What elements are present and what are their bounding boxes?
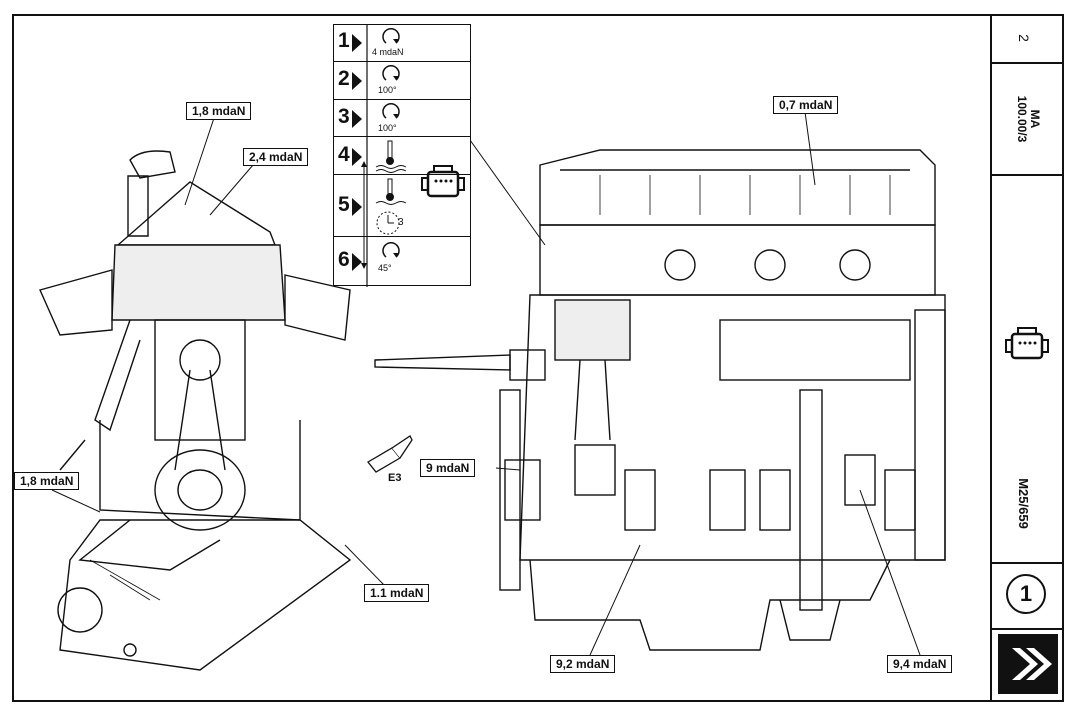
title-block: 2 MA 100.00/3 M25/659 1 [990,14,1064,702]
sealant-label: E3 [388,472,402,484]
engine-icon [1005,327,1049,360]
step-arrow-icon [352,253,362,271]
step-arrow-icon [352,72,362,90]
callout-rod-bearing: 9,4 mdaN [887,655,953,673]
drawing-frame [12,14,1064,702]
step-number: 1 [338,29,350,52]
section-line-2: 100.00/3 [1015,95,1029,143]
section-line-1: MA [1028,109,1042,129]
torque-arrow-icon [382,28,400,44]
step-row-6: 6 45° [334,237,470,285]
step-number: 5 [338,193,350,216]
step-caption: 3 [398,217,404,228]
step-row-3: 3 100° [334,100,470,137]
step-arrow-icon [352,148,362,166]
step-arrow-icon [352,34,362,52]
callout-sump: 1.1 mdaN [364,584,430,602]
torque-arrow-icon [382,103,400,119]
step-arrow-icon [352,110,362,128]
step-row-1: 1 4 mdaN [334,25,470,62]
clock-icon [375,178,407,235]
callout-main-bearing: 9,2 mdaN [550,655,616,673]
step-row-2: 2 100° [334,62,470,100]
callout-crank-pulley: 9 mdaN [420,459,476,477]
circle-number: 1 [1006,574,1046,614]
step-number: 6 [338,248,350,271]
step-caption: 100° [378,123,397,133]
section-code: MA 100.00/3 [1015,73,1042,165]
callout-cover: 0,7 mdaN [773,96,839,114]
page-number-cell: 2 [992,14,1064,64]
section-cell: MA 100.00/3 [992,64,1064,176]
engine-temperature-icon [375,140,407,173]
doc-code-cell: M25/659 [992,176,1064,564]
step-caption: 100° [378,85,397,95]
tightening-steps-table: 1 4 mdaN 2 100° 3 100° 4 5 3 6 45° [333,24,471,287]
steps-divider [361,25,368,287]
engine-icon [421,165,465,198]
step-row-5: 5 3 [334,175,470,237]
step-number: 2 [338,67,350,90]
step-row-4: 4 [334,137,470,175]
step-number: 3 [338,105,350,128]
callout-block-side: 1,8 mdaN [14,472,80,490]
step-caption: 45° [378,263,392,273]
step-caption: 4 mdaN [372,47,404,57]
sealant-tube-icon [367,435,413,473]
step-number: 4 [338,143,350,166]
torque-arrow-icon [382,65,400,81]
callout-head-bolt-right: 2,4 mdaN [243,148,309,166]
page-number: 2 [1015,34,1032,42]
circle-number-cell: 1 [992,564,1064,630]
callout-head-bolt-left: 1,8 mdaN [186,102,252,120]
brand-cell [992,630,1064,700]
torque-arrow-icon [382,242,400,258]
doc-code: M25/659 [1015,478,1031,529]
brand-logo-icon [998,634,1058,694]
step-arrow-icon [352,198,362,216]
